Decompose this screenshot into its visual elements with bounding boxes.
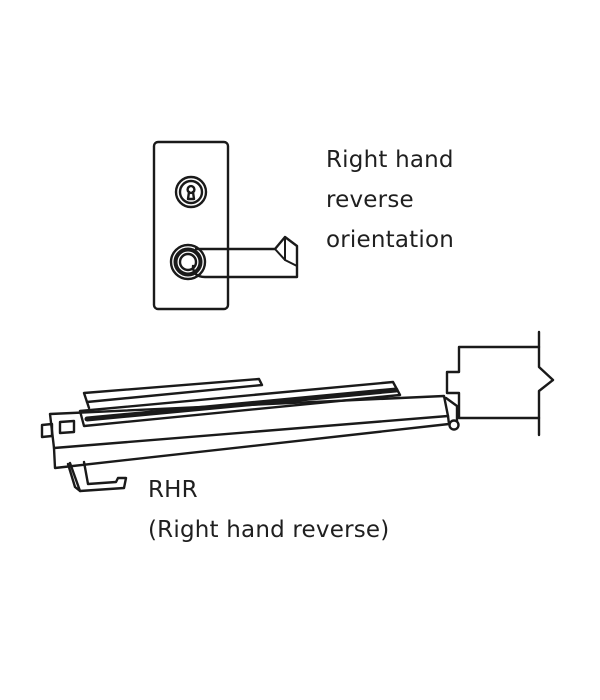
orientation-label: Right hand reverse orientation (326, 140, 454, 260)
handing-description: (Right hand reverse) (148, 517, 390, 543)
handing-code-label: RHR (Right hand reverse) (148, 470, 389, 550)
rhr-lever (68, 460, 128, 493)
door-plan-view-icon (40, 377, 451, 493)
orientation-label-line-3: orientation (326, 227, 455, 253)
lever-handle (191, 235, 299, 279)
trim-escutcheon (152, 140, 230, 311)
lever-rose (169, 243, 207, 281)
lever-trim-icon (152, 140, 299, 311)
door-frame-icon (444, 330, 555, 437)
orientation-label-line-1: Right hand (326, 147, 454, 173)
handing-code: RHR (148, 477, 198, 503)
orientation-label-line-2: reverse (326, 187, 414, 213)
keyhole-icon (174, 175, 208, 209)
